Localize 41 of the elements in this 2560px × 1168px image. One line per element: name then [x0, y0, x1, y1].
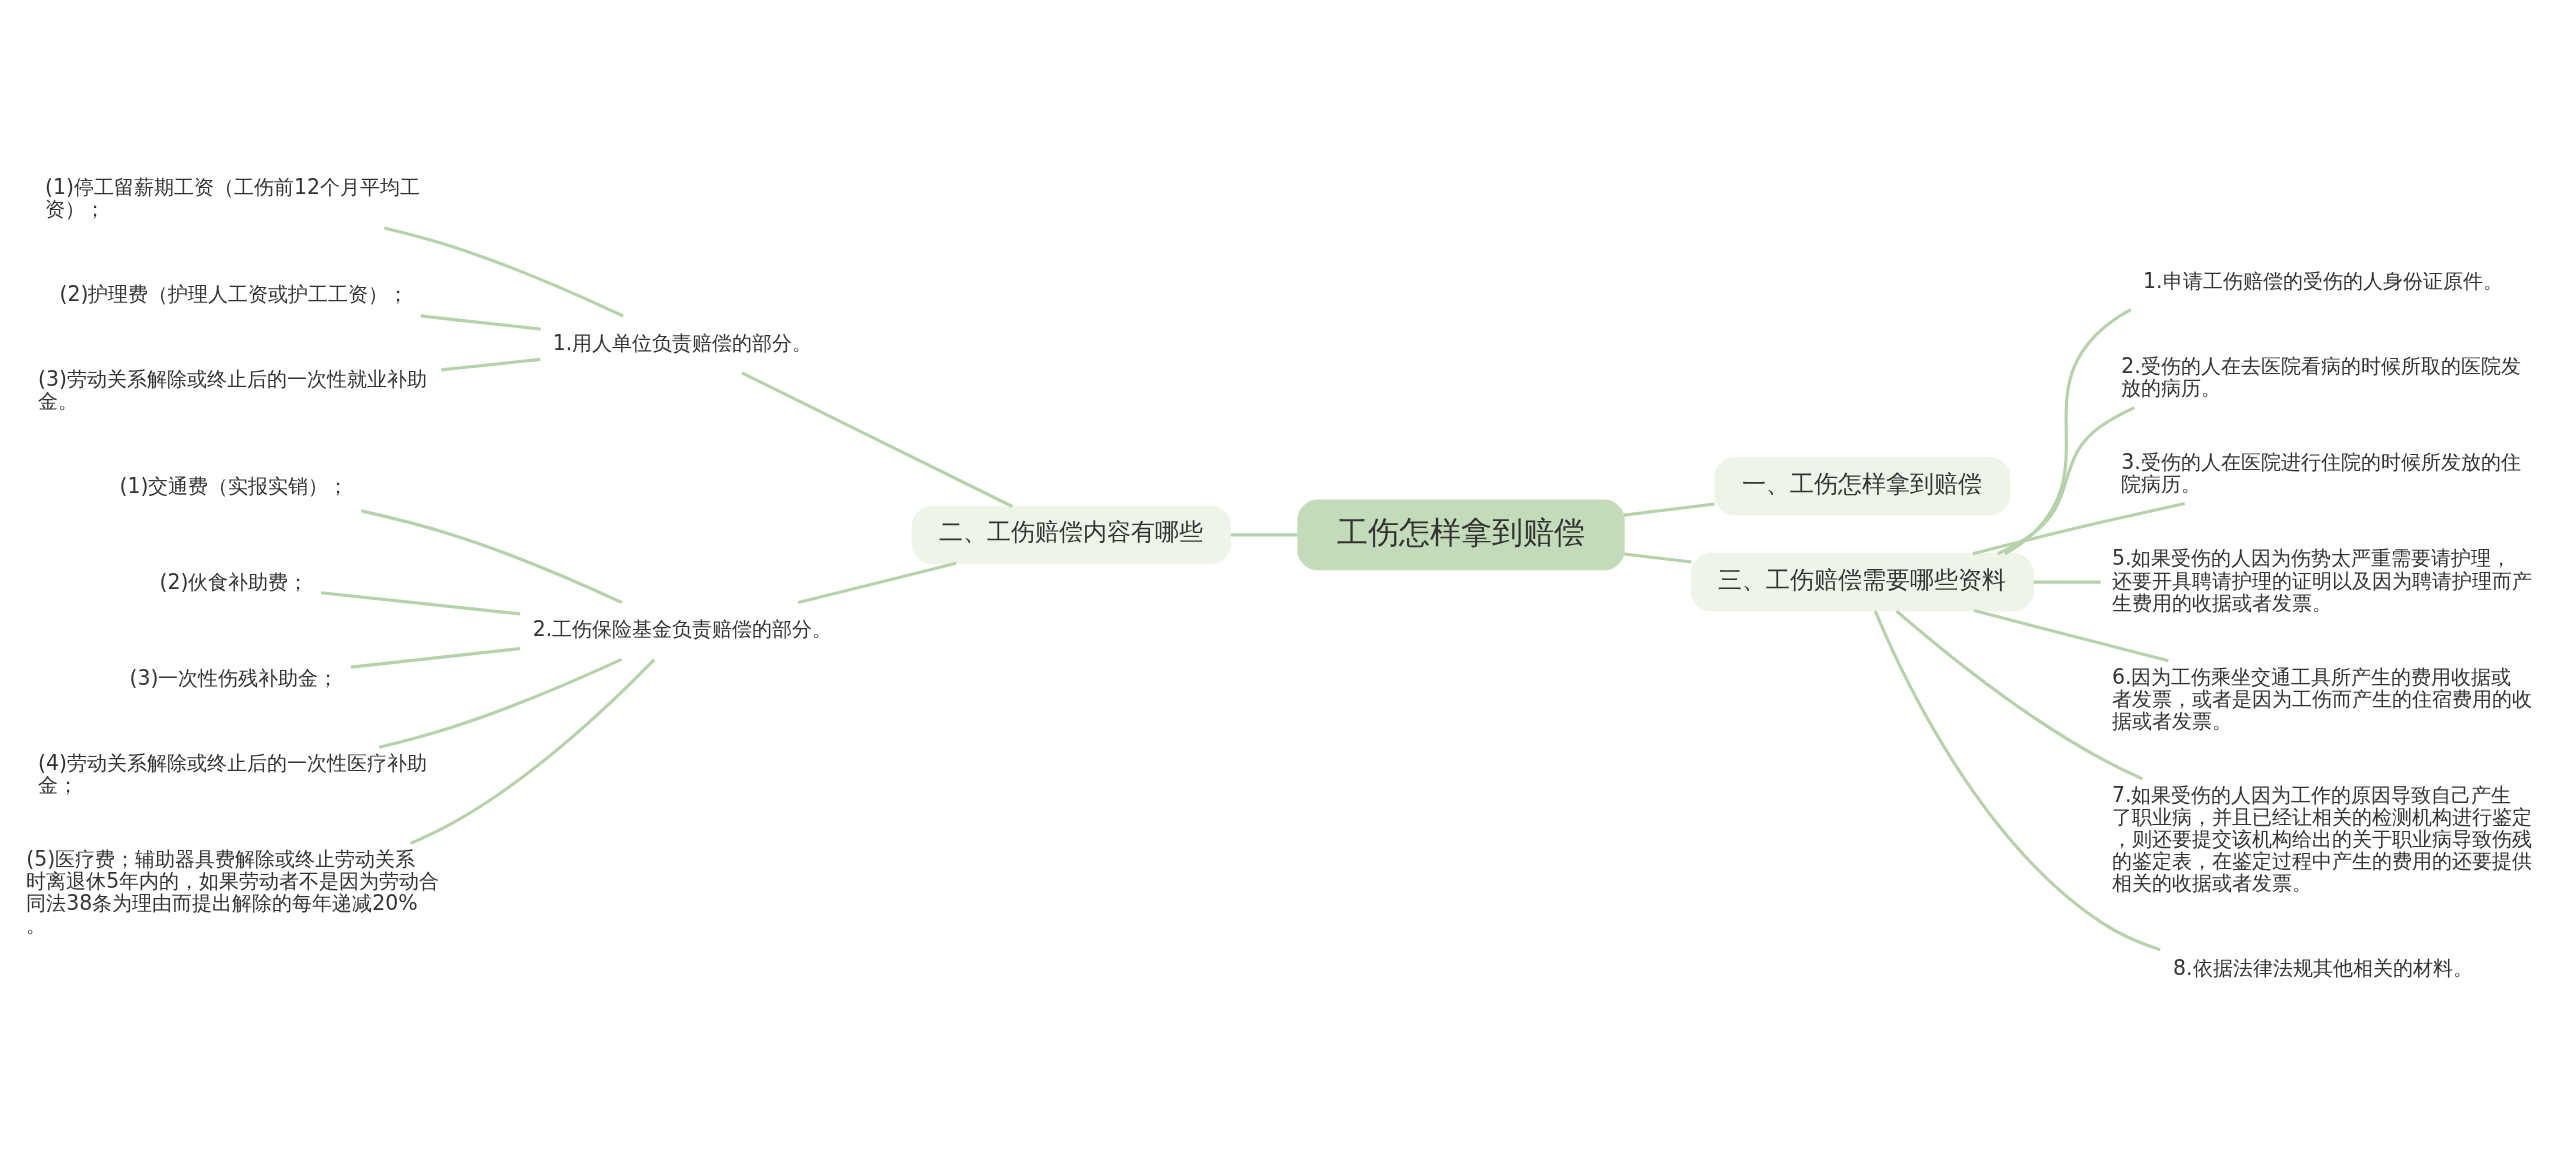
node-box: 三、工伤赔偿需要哪些资料 — [1690, 552, 2034, 611]
connector — [384, 226, 624, 317]
connector — [378, 657, 623, 749]
node-text: 2.受伤的人在去医院看病的时候所取的医院发放的病历。 — [2121, 353, 2521, 400]
connector — [1895, 609, 2144, 780]
node-text: (1)停工留薪期工资（工伤前12个月平均工资）； — [45, 174, 421, 221]
connector — [1972, 501, 2186, 555]
connector — [350, 646, 521, 669]
connector — [2033, 580, 2101, 584]
node-text: 8.依据法律法规其他相关的材料。 — [2173, 955, 2473, 980]
node-text: (2)伙食补助费； — [159, 569, 309, 594]
node-text: (4)劳动关系解除或终止后的一次性医疗补助金； — [38, 750, 428, 797]
node-text: (3)劳动关系解除或终止后的一次性就业补助金。 — [38, 366, 428, 413]
connector — [360, 508, 623, 604]
connector — [1973, 608, 2169, 662]
connector — [1623, 501, 1715, 517]
connector — [410, 658, 656, 845]
node-text: 7.如果受伤的人因为工作的原因导致自己产生了职业病，并且已经让相关的检测机构进行鉴定，则还要提交该机构给出的关于职业病导致伤残的鉴定表，在鉴定过程中产生的费用的还要提供相关的收据或者发票。 — [2111, 782, 2532, 895]
connector — [2004, 307, 2132, 555]
connector — [741, 371, 1014, 508]
node-text: (5)医疗费；辅助器具费解除或终止劳动关系时离退休5年内的，如果劳动者不是因为劳动合同法38条为理由而提出解除的每年递减20%。 — [26, 846, 440, 937]
node-text: 3.受伤的人在医院进行住院的时候所发放的住院病历。 — [2121, 449, 2521, 496]
node-box: 一、工伤怎样拿到赔偿 — [1714, 456, 2011, 515]
node-text: (3)一次性伤残补助金； — [129, 665, 339, 690]
node-text: 5.如果受伤的人因为伤势太严重需要请护理，还要开具聘请护理的证明以及因为聘请护理而产生费用的收据或者发票。 — [2111, 545, 2532, 615]
node-text: (1)交通费（实报实销）； — [119, 473, 349, 498]
node-text: 6.因为工伤乘坐交通工具所产生的费用收据或者发票，或者是因为工伤而产生的住宿费用的收据或者发票。 — [2111, 664, 2532, 733]
connector — [1230, 532, 1298, 536]
node-text: 2.工伤保险基金负责赔偿的部分。 — [532, 616, 833, 641]
node-text: 1.用人单位负责赔偿的部分。 — [552, 330, 813, 355]
connector — [320, 590, 521, 615]
node-box: 工伤怎样拿到赔偿 — [1297, 499, 1625, 570]
node-text: (2)护理费（护理人工资或护工工资）； — [59, 281, 409, 306]
connector — [1873, 609, 2161, 951]
node-box: 二、工伤赔偿内容有哪些 — [911, 505, 1232, 564]
connector — [1623, 552, 1692, 564]
node-text: 1.申请工伤赔偿的受伤的人身份证原件。 — [2143, 268, 2503, 293]
connector — [441, 357, 541, 371]
connector — [797, 561, 957, 604]
connector — [1997, 405, 2136, 555]
connector — [420, 313, 541, 331]
